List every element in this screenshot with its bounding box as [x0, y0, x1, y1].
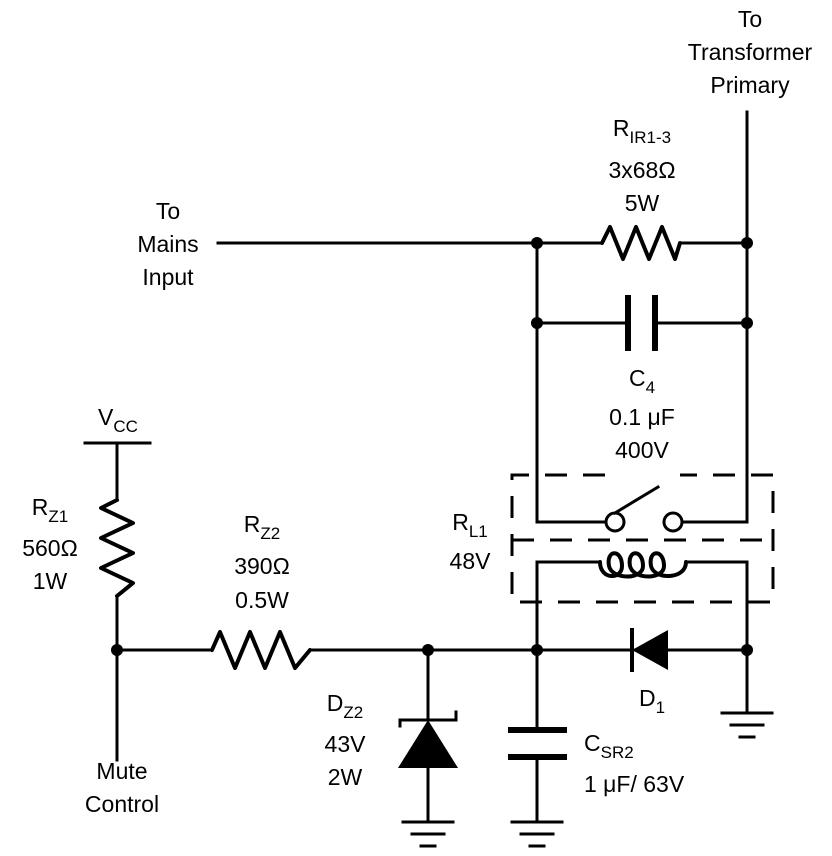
svg-text:2W: 2W	[328, 764, 363, 790]
diode-d1	[630, 628, 668, 672]
capacitor-c4	[625, 295, 658, 351]
svg-text:C4: C4	[629, 365, 655, 397]
label-rir: RIR1-3 3x68Ω 5W	[608, 115, 675, 216]
label-rz1: RZ1 560Ω 1W	[22, 494, 78, 594]
resistor-rz1	[99, 498, 135, 598]
junction-dots	[111, 237, 753, 656]
svg-text:To: To	[738, 6, 762, 32]
svg-text:Control: Control	[85, 791, 159, 817]
svg-text:5W: 5W	[625, 190, 660, 216]
svg-text:1W: 1W	[33, 568, 68, 594]
svg-text:48V: 48V	[450, 548, 492, 574]
svg-text:400V: 400V	[615, 437, 669, 463]
svg-text:DZ2: DZ2	[327, 690, 363, 722]
svg-text:RZ1: RZ1	[32, 494, 68, 526]
svg-text:CSR2: CSR2	[584, 730, 634, 762]
svg-text:3x68Ω: 3x68Ω	[608, 157, 675, 183]
svg-text:Input: Input	[142, 264, 194, 290]
label-vcc: VCC	[98, 404, 138, 436]
label-c4: C4 0.1 μF 400V	[609, 365, 675, 463]
label-mute-control: Mute Control	[85, 758, 159, 817]
svg-text:Mute: Mute	[96, 758, 147, 784]
ground-icon	[510, 820, 564, 848]
svg-text:RZ2: RZ2	[244, 511, 280, 543]
resistor-rz2	[210, 630, 312, 670]
svg-text:RL1: RL1	[452, 509, 488, 541]
svg-text:0.5W: 0.5W	[235, 587, 289, 613]
svg-text:To: To	[156, 198, 180, 224]
capacitor-csr2	[508, 727, 567, 760]
label-rz2: RZ2 390Ω 0.5W	[234, 511, 290, 613]
label-csr2: CSR2 1 μF/ 63V	[584, 730, 685, 797]
label-to-transformer: To Transformer Primary	[688, 6, 813, 98]
svg-text:Mains: Mains	[137, 231, 198, 257]
svg-text:1 μF/ 63V: 1 μF/ 63V	[584, 771, 685, 797]
ground-icon	[401, 820, 455, 848]
svg-text:0.1 μF: 0.1 μF	[609, 404, 675, 430]
svg-text:Primary: Primary	[710, 72, 790, 98]
label-dz2: DZ2 43V 2W	[325, 690, 367, 790]
label-d1: D1	[639, 685, 665, 717]
relay-rl1	[510, 473, 775, 604]
ground-icon	[720, 711, 774, 739]
svg-text:VCC: VCC	[98, 404, 138, 436]
resistor-rir	[600, 225, 682, 261]
svg-text:D1: D1	[639, 685, 665, 717]
svg-text:Transformer: Transformer	[688, 39, 813, 65]
label-to-mains: To Mains Input	[137, 198, 198, 290]
svg-text:RIR1-3: RIR1-3	[613, 115, 671, 147]
svg-text:43V: 43V	[325, 731, 367, 757]
svg-text:390Ω: 390Ω	[234, 553, 290, 579]
svg-text:560Ω: 560Ω	[22, 535, 78, 561]
zener-diode-dz2	[398, 710, 458, 768]
label-rl1: RL1 48V	[450, 509, 492, 574]
wires	[83, 110, 749, 824]
